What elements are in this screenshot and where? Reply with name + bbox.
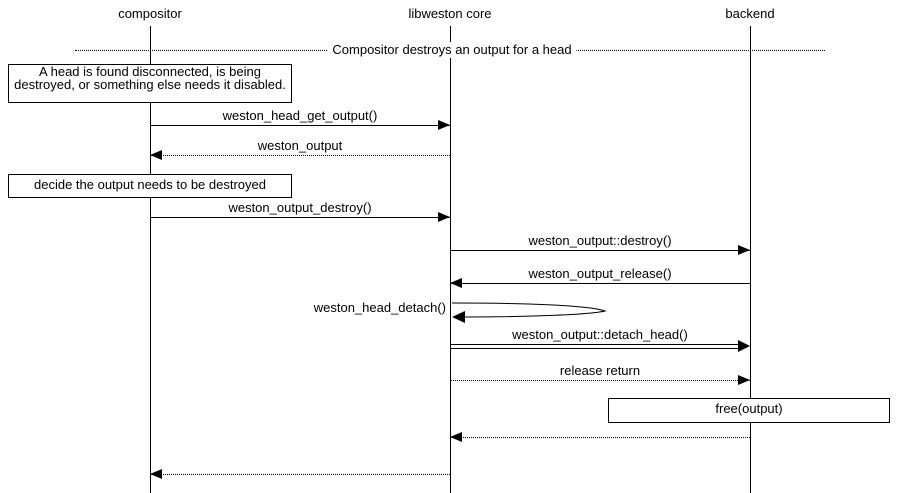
message-line (150, 155, 450, 156)
message-line (150, 125, 450, 126)
actor-label-compositor: compositor (118, 6, 182, 21)
note-free-output: free(output) (608, 398, 890, 423)
message-line (450, 380, 750, 381)
message-line (450, 344, 740, 345)
lifeline-libweston-core (450, 26, 451, 493)
divider-label: Compositor destroys an output for a head (327, 42, 577, 58)
arrowhead-right (438, 120, 450, 130)
message-label-weston-head-get-output: weston_head_get_output() (222, 108, 378, 123)
message-label-release-return: release return (559, 363, 641, 378)
message-line (450, 250, 750, 251)
message-label-weston-output-detach-head: weston_output::detach_head() (512, 327, 688, 342)
message-label-weston-output-destroy: weston_output_destroy() (228, 200, 372, 215)
lifeline-backend (750, 26, 751, 493)
message-line (450, 348, 740, 349)
message-line (450, 437, 750, 438)
lifeline-compositor (150, 26, 151, 493)
message-line (150, 474, 450, 475)
arrowhead-right (738, 375, 750, 385)
arrowhead-right (738, 340, 750, 352)
arrowhead-left (150, 469, 162, 479)
message-label-weston-output-release: weston_output_release() (528, 266, 672, 281)
self-message-loop (451, 302, 607, 323)
actor-label-backend: backend (725, 6, 775, 21)
message-label-weston-output-destroy-vfunc: weston_output::destroy() (528, 233, 672, 248)
arrowhead-left (450, 278, 462, 288)
message-line (150, 217, 450, 218)
actor-label-libweston-core: libweston core (408, 6, 492, 21)
note-decide-destroy: decide the output needs to be destroyed (8, 174, 292, 198)
arrowhead-right (738, 245, 750, 255)
message-line (450, 283, 750, 284)
arrowhead-left (150, 150, 162, 160)
message-label-weston-head-detach: weston_head_detach() (313, 300, 446, 315)
message-label-weston-output: weston_output (257, 138, 343, 153)
note-head-disconnected: A head is found disconnected, is being d… (8, 64, 292, 103)
arrowhead-right (438, 212, 450, 222)
arrowhead-left (450, 432, 462, 442)
